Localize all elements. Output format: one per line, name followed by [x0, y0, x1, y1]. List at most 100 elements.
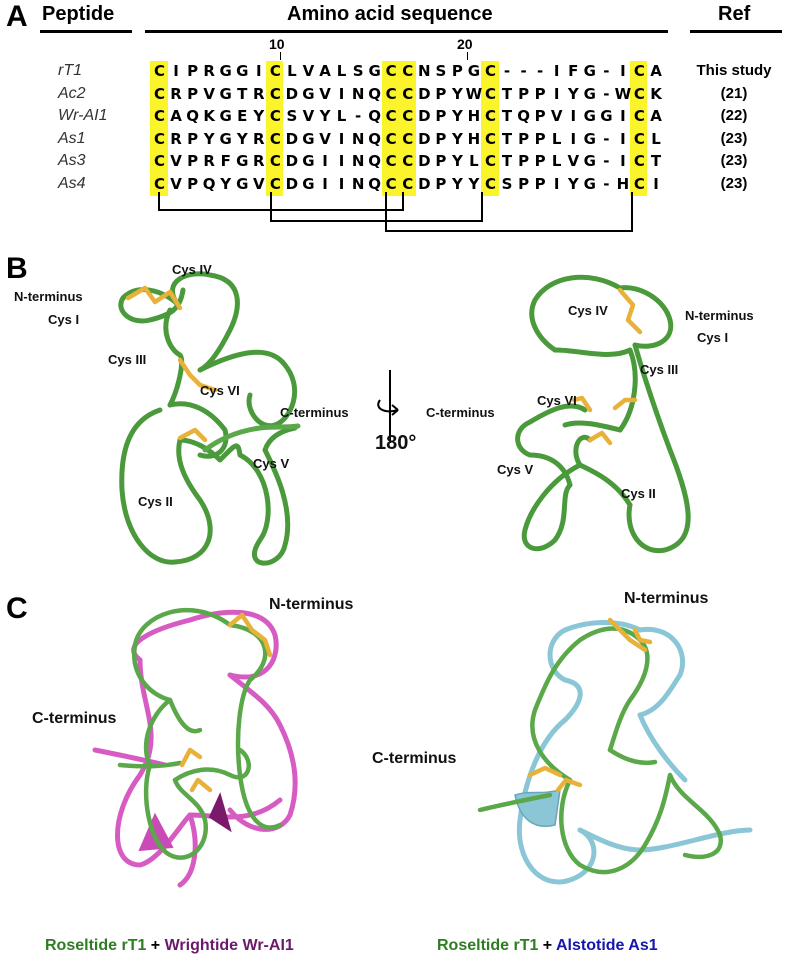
residue: C	[402, 175, 414, 193]
residue: F	[220, 152, 231, 171]
left-cys1-label: Cys I	[48, 312, 80, 327]
rt1-structure-rotated	[515, 274, 691, 554]
residue: V	[302, 62, 315, 80]
bond-cys2-cys5	[270, 192, 483, 222]
residue: L	[551, 152, 562, 171]
residue: V	[302, 107, 315, 126]
caption-plus-left: +	[146, 937, 165, 954]
residue: I	[653, 175, 659, 193]
residue: G	[583, 84, 596, 103]
residue: P	[534, 129, 546, 148]
cys-column-highlight	[265, 61, 284, 196]
residue: S	[286, 107, 298, 126]
residue: N	[351, 175, 365, 193]
residue: P	[518, 175, 530, 193]
residue: Y	[451, 175, 463, 193]
residue: I	[620, 62, 626, 80]
residue: T	[650, 152, 662, 171]
residue: C	[484, 129, 496, 148]
left-cys5-label: Cys V	[253, 456, 290, 471]
peptide-ref: (23)	[720, 152, 748, 170]
residue: S	[352, 62, 364, 80]
residue: C	[633, 152, 645, 171]
residue: I	[553, 175, 560, 193]
residue: I	[620, 152, 626, 171]
residue: C	[385, 175, 397, 193]
position-10-label: 10	[269, 36, 285, 52]
residue: I	[553, 84, 560, 103]
cys-column-highlight	[398, 61, 416, 196]
residue: C	[385, 62, 397, 80]
residue: -	[603, 84, 610, 103]
residue: G	[219, 62, 232, 80]
left-n-terminus-label: N-terminus	[14, 289, 83, 304]
residue: G	[302, 175, 315, 193]
residue: C	[153, 84, 165, 103]
panel-label-a: A	[6, 0, 28, 33]
residue: Y	[451, 129, 463, 148]
residue: -	[354, 107, 362, 126]
residue: N	[418, 62, 431, 80]
residue: N	[351, 84, 365, 103]
panel-label-c: C	[6, 592, 28, 625]
cys-column-highlight	[150, 61, 168, 196]
right-c-terminus-label: C-terminus	[426, 405, 495, 420]
left-overlay-caption: Roseltide rT1 + Wrightide Wr-AI1	[45, 937, 294, 955]
residue: Q	[202, 175, 216, 193]
residue: C	[484, 175, 496, 193]
residue: C	[633, 84, 645, 103]
residue: N	[351, 152, 365, 171]
residue: Y	[451, 107, 463, 126]
residue: G	[583, 107, 596, 126]
residue: C	[153, 62, 165, 80]
residue: C	[402, 84, 414, 103]
bond-cys1-cys4	[158, 192, 404, 211]
peptide-ref: (22)	[720, 107, 748, 125]
caption-rt1-right: Roseltide rT1	[437, 937, 539, 954]
left-overlay-n-terminus-label: N-terminus	[269, 596, 354, 613]
residue: C	[484, 107, 496, 126]
residue: G	[219, 129, 232, 148]
residue: Y	[220, 175, 232, 193]
residue: W	[614, 84, 632, 103]
right-overlay-n-terminus-label: N-terminus	[624, 590, 709, 607]
residue: C	[269, 84, 281, 103]
residue: G	[368, 62, 381, 80]
residue: E	[237, 107, 248, 126]
residue: C	[269, 62, 281, 80]
residue: K	[203, 107, 215, 126]
residue: T	[501, 84, 513, 103]
residue: -	[603, 175, 610, 193]
residue: R	[253, 152, 265, 171]
sequence-header: Amino acid sequence	[287, 3, 493, 25]
right-cys1-label: Cys I	[697, 330, 729, 345]
position-20-label: 20	[457, 36, 473, 52]
residue: C	[402, 152, 414, 171]
peptide-ref: (23)	[720, 129, 748, 147]
residue: Y	[253, 107, 265, 126]
peptide-ref: This study	[696, 62, 772, 79]
residue: P	[518, 84, 530, 103]
residue: P	[187, 175, 199, 193]
residue: P	[534, 152, 546, 171]
peptide-ref: (21)	[720, 84, 748, 102]
residue: V	[170, 175, 182, 193]
right-cys4-label: Cys IV	[568, 303, 608, 318]
residue: Y	[203, 129, 215, 148]
residue: C	[484, 84, 496, 103]
rotation-arrow-icon	[377, 370, 399, 443]
ref-header-rule	[690, 30, 782, 33]
residue: P	[534, 175, 546, 193]
residue: Y	[451, 84, 463, 103]
right-cys3-label: Cys III	[640, 362, 679, 377]
residue: T	[501, 107, 513, 126]
residue: P	[435, 129, 447, 148]
residue: -	[537, 62, 544, 80]
residue: V	[319, 84, 331, 103]
residue: A	[650, 107, 662, 126]
residue: Q	[368, 152, 382, 171]
residue: A	[650, 62, 662, 80]
residue: I	[570, 107, 577, 126]
